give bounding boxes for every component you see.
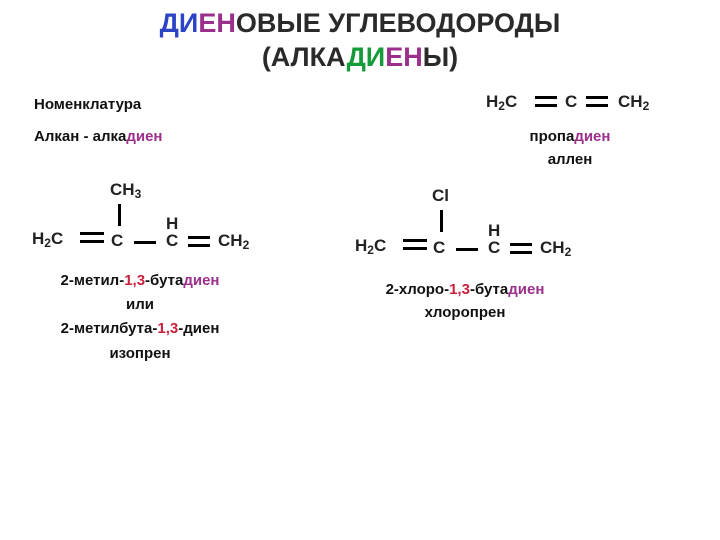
- allene-double-bond-2b: [586, 104, 608, 107]
- subtitle-close: Ы): [422, 42, 459, 72]
- isoprene-name-2: 2-метилбута-1,3-диен: [60, 320, 220, 337]
- isoprene-c3: C: [166, 231, 179, 250]
- chloroprene-double-bond-1a: [403, 239, 427, 242]
- isoprene-trivial-name: изопрен: [109, 345, 171, 362]
- rule-prefix: Алкан - алка: [34, 128, 127, 145]
- chloroprene-vertical-bond: [440, 210, 443, 232]
- isoprene-c2: C: [111, 231, 124, 250]
- chloroprene-trivial-name: хлоропрен: [424, 304, 506, 321]
- isoprene-single-bond: [134, 241, 156, 244]
- title-rest: ОВЫЕ УГЛЕВОДОРОДЫ: [235, 8, 561, 38]
- title-di: ДИ: [159, 8, 199, 38]
- rule-suffix: диен: [126, 128, 163, 145]
- allene-double-bond-1b: [535, 104, 557, 107]
- allene-double-bond-1a: [535, 96, 557, 99]
- isoprene-ch2: CH2: [218, 231, 250, 252]
- allene-c: C: [565, 92, 578, 111]
- subtitle-open: (АЛКА: [261, 42, 347, 72]
- isoprene-vertical-bond: [118, 204, 121, 226]
- subtitle-di: ДИ: [346, 42, 386, 72]
- chloroprene-ch2: CH2: [540, 238, 572, 259]
- isoprene-double-bond-2a: [188, 236, 210, 239]
- nomenclature-rule: Алкан - алкадиен: [34, 128, 162, 145]
- isoprene-ch3: CH3: [110, 180, 142, 201]
- chloroprene-double-bond-2a: [510, 243, 532, 246]
- nomenclature-heading: Номенклатура: [34, 96, 142, 113]
- allene-double-bond-2a: [586, 96, 608, 99]
- allene-ch2: CH2: [618, 92, 650, 113]
- isoprene-or: или: [126, 296, 154, 313]
- page-title: ДИЕНОВЫЕ УГЛЕВОДОРОДЫ: [0, 8, 720, 39]
- isoprene-double-bond-2b: [188, 244, 210, 247]
- allene-trivial-name: аллен: [547, 151, 593, 168]
- isoprene-h2c: H2C: [32, 229, 64, 250]
- isoprene-name-1: 2-метил-1,3-бутадиен: [60, 272, 220, 289]
- allene-h2c: H2C: [486, 92, 518, 113]
- chloroprene-double-bond-2b: [510, 251, 532, 254]
- subtitle-en: ЕН: [385, 42, 423, 72]
- chloroprene-single-bond: [456, 248, 478, 251]
- isoprene-h: H: [166, 214, 179, 233]
- chloroprene-h2c: H2C: [355, 236, 387, 257]
- chloroprene-double-bond-1b: [403, 247, 427, 250]
- chloroprene-name-1: 2-хлоро-1,3-бутадиен: [385, 281, 545, 298]
- page-subtitle: (АЛКАДИЕНЫ): [0, 42, 720, 73]
- chloroprene-c2: C: [433, 238, 446, 257]
- chloroprene-h: H: [488, 221, 501, 240]
- title-en: ЕН: [198, 8, 236, 38]
- chloroprene-c3: C: [488, 238, 501, 257]
- isoprene-double-bond-1a: [80, 232, 104, 235]
- allene-systematic-name: пропадиен: [529, 128, 611, 145]
- isoprene-double-bond-1b: [80, 240, 104, 243]
- chloroprene-cl: Cl: [432, 186, 449, 205]
